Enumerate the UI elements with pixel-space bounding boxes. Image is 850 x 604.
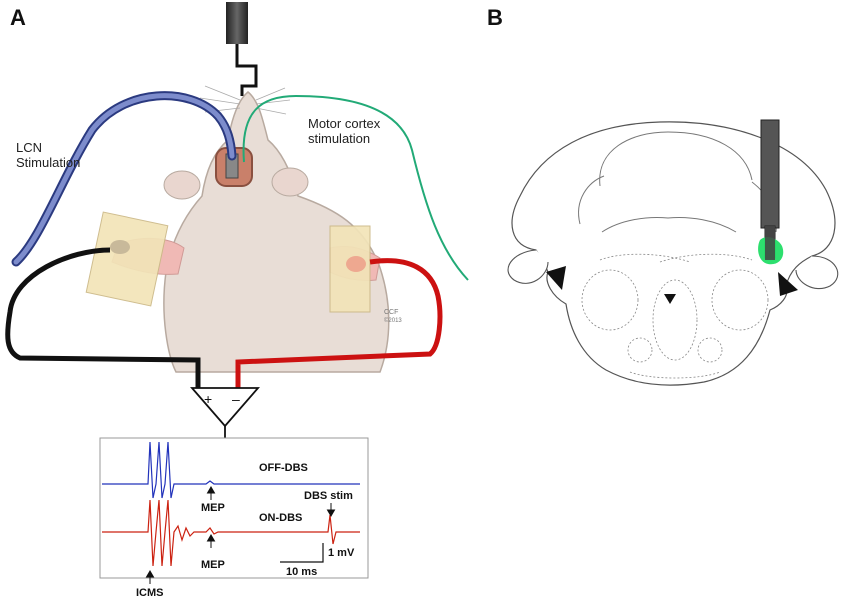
marker-midline — [664, 294, 676, 304]
on-dbs-label: ON-DBS — [259, 512, 302, 524]
arrows — [145, 486, 336, 584]
head-holder-wire — [235, 44, 258, 96]
amplifier-triangle — [190, 387, 260, 428]
on-dbs-trace — [102, 499, 360, 567]
icms-label: ICMS — [136, 587, 164, 599]
amp-plus-sign: + — [204, 391, 212, 407]
motor-cortex-stimulation-label: Motor cortex stimulation — [308, 116, 381, 146]
brain-section-outline — [511, 121, 836, 386]
scale-time-label: 10 ms — [286, 566, 317, 578]
credit-line-2: ©2013 — [384, 317, 402, 324]
rat-ear-left — [163, 170, 201, 200]
off-dbs-label: OFF-DBS — [259, 462, 308, 474]
off-dbs-trace — [102, 441, 360, 499]
panel-a-label: A — [10, 5, 26, 30]
marker-right — [778, 272, 798, 296]
stereotaxic-mount — [226, 2, 248, 44]
paraflocculus-right — [795, 255, 839, 290]
lcn-cable-highlight — [13, 93, 235, 265]
dbs-electrode-tip-overlay — [765, 226, 775, 260]
dbs-stim-label: DBS stim — [304, 490, 353, 502]
rat-ear-right — [271, 167, 309, 197]
marker-left — [546, 266, 566, 290]
emg-electrode-right — [346, 256, 366, 272]
lcn-stimulation-label: LCN Stimulation — [16, 140, 81, 170]
paraflocculus-left — [507, 249, 549, 284]
motor-cortex-wire — [242, 94, 469, 281]
amp-minus-sign: – — [232, 391, 240, 407]
scale-volt-label: 1 mV — [328, 547, 355, 559]
credit-line-1: CCF — [384, 309, 398, 316]
mep-label-on: MEP — [201, 559, 225, 571]
dbs-electrode-shaft — [760, 119, 780, 229]
tape-left — [85, 211, 169, 307]
emg-electrode-left — [110, 240, 130, 254]
brainstem-nuclei — [581, 253, 769, 379]
emg-lead-red — [235, 258, 443, 388]
mep-label-off: MEP — [201, 502, 225, 514]
panel-b-label: B — [487, 5, 503, 30]
emg-lead-black — [5, 247, 201, 388]
scale-bar — [280, 543, 324, 563]
